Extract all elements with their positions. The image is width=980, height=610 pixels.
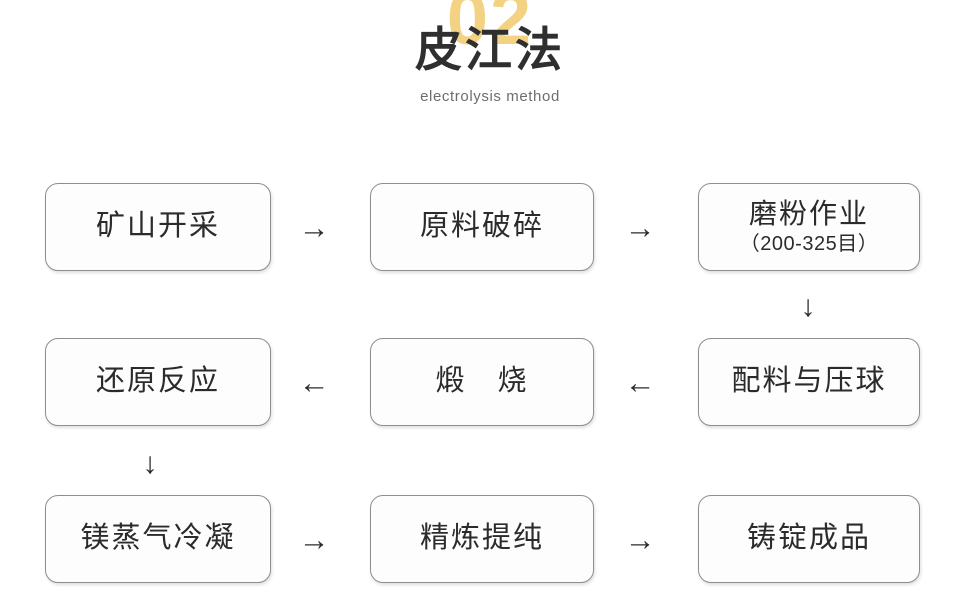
arrow-down-icon: ↓ xyxy=(788,283,828,331)
arrow-glyph: ← xyxy=(298,364,330,400)
flow-node-label: 原料破碎 xyxy=(419,210,544,243)
flow-node-label: 铸锭成品 xyxy=(746,522,871,555)
arrow-right-icon: → xyxy=(286,495,342,583)
flow-row-1: 矿山开采 → 原料破碎 → 磨粉作业 （200-325目） xyxy=(0,183,980,271)
flow-node-label: 精炼提纯 xyxy=(419,522,544,555)
flow-node-label: 配料与压球 xyxy=(731,365,887,398)
flow-node-refining[interactable]: 精炼提纯 xyxy=(370,495,594,583)
arrow-glyph: ↓ xyxy=(800,290,816,323)
arrow-glyph: ← xyxy=(624,364,656,400)
page-title: 皮江法 xyxy=(415,23,565,76)
arrow-glyph: → xyxy=(624,521,656,557)
flow-node-ingot-casting[interactable]: 铸锭成品 xyxy=(698,495,920,583)
flow-node-calcination[interactable]: 煅 烧 xyxy=(370,338,594,426)
flow-node-label: 矿山开采 xyxy=(95,210,220,243)
step-number-watermark: 02 xyxy=(446,0,534,60)
arrow-glyph: → xyxy=(298,209,330,245)
arrow-glyph: → xyxy=(298,521,330,557)
arrow-left-icon: ← xyxy=(286,338,342,426)
flow-node-label: 磨粉作业 xyxy=(748,198,869,230)
flow-node-sublabel: （200-325目） xyxy=(739,232,879,255)
flow-node-mining[interactable]: 矿山开采 xyxy=(45,183,271,271)
flow-node-label: 还原反应 xyxy=(95,365,220,398)
arrow-right-icon: → xyxy=(612,495,668,583)
flow-node-label: 镁蒸气冷凝 xyxy=(80,522,236,555)
flow-row-3: 镁蒸气冷凝 → 精炼提纯 → 铸锭成品 xyxy=(0,495,980,583)
arrow-left-icon: ← xyxy=(612,338,668,426)
page-header: 02 皮江法 electrolysis method xyxy=(0,0,980,130)
flow-node-crushing[interactable]: 原料破碎 xyxy=(370,183,594,271)
flow-node-vapor-condensation[interactable]: 镁蒸气冷凝 xyxy=(45,495,271,583)
flow-node-reduction[interactable]: 还原反应 xyxy=(45,338,271,426)
page-subtitle: electrolysis method xyxy=(420,88,560,105)
arrow-right-icon: → xyxy=(612,183,668,271)
arrow-right-icon: → xyxy=(286,183,342,271)
flow-node-label: 煅 烧 xyxy=(435,365,529,398)
process-flowchart: 矿山开采 → 原料破碎 → 磨粉作业 （200-325目） ↓ 还原反应 ← 煅… xyxy=(0,130,980,610)
arrow-glyph: → xyxy=(624,209,656,245)
arrow-glyph: ↓ xyxy=(142,447,158,480)
flow-node-batching-briquetting[interactable]: 配料与压球 xyxy=(698,338,920,426)
header-inner: 02 皮江法 electrolysis method xyxy=(360,0,620,130)
flow-node-grinding[interactable]: 磨粉作业 （200-325目） xyxy=(698,183,920,271)
flow-row-2: 还原反应 ← 煅 烧 ← 配料与压球 xyxy=(0,338,980,426)
arrow-down-icon: ↓ xyxy=(130,440,170,488)
